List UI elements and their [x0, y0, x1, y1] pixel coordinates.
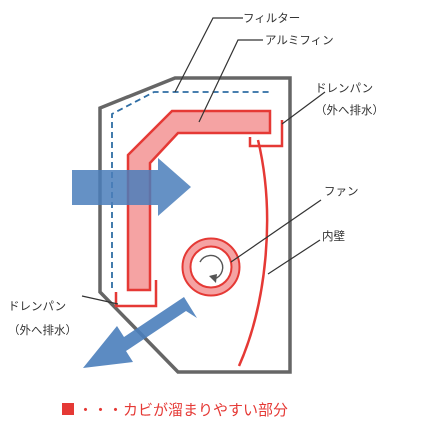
label-drain-pan-top-sub: （外へ排水） — [315, 103, 384, 117]
label-inner-wall: 内壁 — [322, 229, 345, 243]
leader-drain-pan-bottom — [81, 295, 119, 305]
leader-drain-pan-top — [281, 91, 326, 125]
airflow-out-arrow — [83, 297, 197, 368]
leader-filter — [174, 17, 243, 93]
label-drain-pan-bottom: ドレンパン — [8, 299, 66, 313]
leader-inner-wall — [267, 239, 321, 275]
leader-lines — [81, 17, 326, 305]
label-fan: ファン — [324, 184, 359, 198]
aluminum-fin — [126, 109, 272, 292]
fan-rotation-arrowhead — [209, 274, 217, 283]
inner-wall — [237, 139, 269, 367]
fan-rotation-icon — [199, 254, 224, 280]
label-filter: フィルター — [243, 11, 300, 25]
legend: ・・・カビが溜まりやすい部分 — [62, 401, 288, 419]
drain-pan-bottom — [114, 280, 158, 308]
label-drain-pan-top: ドレンパン — [315, 81, 373, 95]
leader-aluminum-fin — [198, 39, 263, 123]
fan-ring-fill — [183, 239, 239, 295]
drain-pan-top — [248, 120, 284, 148]
legend-red-square-icon — [62, 403, 74, 415]
leader-fan — [230, 199, 322, 263]
fan — [181, 237, 241, 297]
label-drain-pan-bottom-sub: （外へ排水） — [8, 323, 77, 337]
label-aluminum-fin: アルミフィン — [265, 33, 334, 47]
legend-text: ・・・カビが溜まりやすい部分 — [78, 401, 288, 419]
airflow-in-arrow — [72, 158, 191, 216]
aircon-casing — [98, 76, 292, 374]
